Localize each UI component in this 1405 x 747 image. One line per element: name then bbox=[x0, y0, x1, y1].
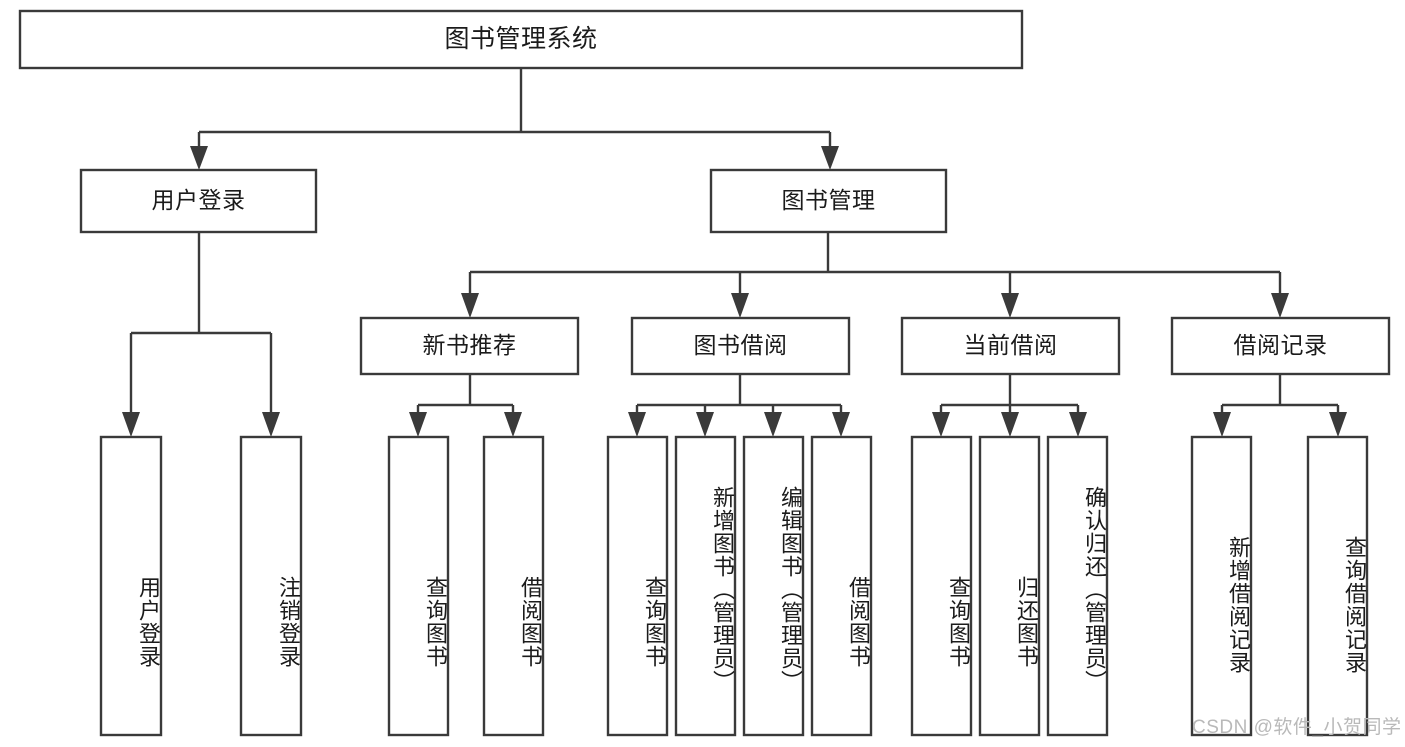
arrow-head-leaf-query-book-3 bbox=[932, 412, 950, 437]
node-box-current-borrow[interactable] bbox=[900, 316, 1121, 376]
arrow-head-new-book-rec bbox=[461, 293, 479, 318]
arrow-head-leaf-user-login bbox=[122, 412, 140, 437]
arrow-head-borrow-record bbox=[1271, 293, 1289, 318]
connector-book-manage-bus bbox=[468, 232, 1282, 296]
arrow-head-leaf-add-record bbox=[1213, 412, 1231, 437]
connector-new-book-rec-bus bbox=[416, 374, 515, 415]
node-box-leaf-user-login[interactable] bbox=[99, 435, 163, 737]
node-box-borrow-record[interactable] bbox=[1170, 316, 1391, 376]
node-box-leaf-add-book[interactable] bbox=[674, 435, 737, 737]
arrow-head-leaf-return-book bbox=[1001, 412, 1019, 437]
connector-current-borrow-bus bbox=[939, 374, 1080, 415]
node-box-new-book-rec[interactable] bbox=[359, 316, 580, 376]
arrow-head-leaf-query-record bbox=[1329, 412, 1347, 437]
arrow-head-to-user-login bbox=[190, 146, 208, 170]
arrow-head-leaf-edit-book bbox=[764, 412, 782, 437]
node-box-root[interactable] bbox=[18, 9, 1024, 70]
arrow-head-book-borrow bbox=[731, 293, 749, 318]
connector-borrow-record-bus bbox=[1220, 374, 1340, 415]
arrow-head-current-borrow bbox=[1001, 293, 1019, 318]
connector-user-login-bus bbox=[129, 232, 273, 415]
arrow-head-leaf-add-book bbox=[696, 412, 714, 437]
connector-book-borrow-bus bbox=[635, 374, 843, 415]
node-box-user-login[interactable] bbox=[79, 168, 318, 234]
arrow-head-leaf-logout bbox=[262, 412, 280, 437]
node-box-leaf-confirm-return[interactable] bbox=[1046, 435, 1109, 737]
node-box-book-manage[interactable] bbox=[709, 168, 948, 234]
node-box-leaf-add-record[interactable] bbox=[1190, 435, 1253, 737]
node-box-leaf-logout[interactable] bbox=[239, 435, 303, 737]
node-box-leaf-edit-book[interactable] bbox=[742, 435, 805, 737]
node-box-leaf-query-book-2[interactable] bbox=[606, 435, 669, 737]
node-box-leaf-borrow-book-2[interactable] bbox=[810, 435, 873, 737]
arrow-head-leaf-query-book-2 bbox=[628, 412, 646, 437]
node-box-leaf-query-book-3[interactable] bbox=[910, 435, 973, 737]
node-box-leaf-borrow-book-1[interactable] bbox=[482, 435, 545, 737]
connector-root-to-level2 bbox=[197, 68, 832, 148]
arrow-head-leaf-query-book-1 bbox=[409, 412, 427, 437]
arrow-head-leaf-borrow-book-2 bbox=[832, 412, 850, 437]
node-box-book-borrow[interactable] bbox=[630, 316, 851, 376]
node-box-leaf-return-book[interactable] bbox=[978, 435, 1041, 737]
node-box-leaf-query-book-1[interactable] bbox=[387, 435, 450, 737]
arrow-head-leaf-confirm-return bbox=[1069, 412, 1087, 437]
arrow-head-leaf-borrow-book-1 bbox=[504, 412, 522, 437]
arrow-head-to-book-manage bbox=[821, 146, 839, 170]
node-box-leaf-query-record[interactable] bbox=[1306, 435, 1369, 737]
